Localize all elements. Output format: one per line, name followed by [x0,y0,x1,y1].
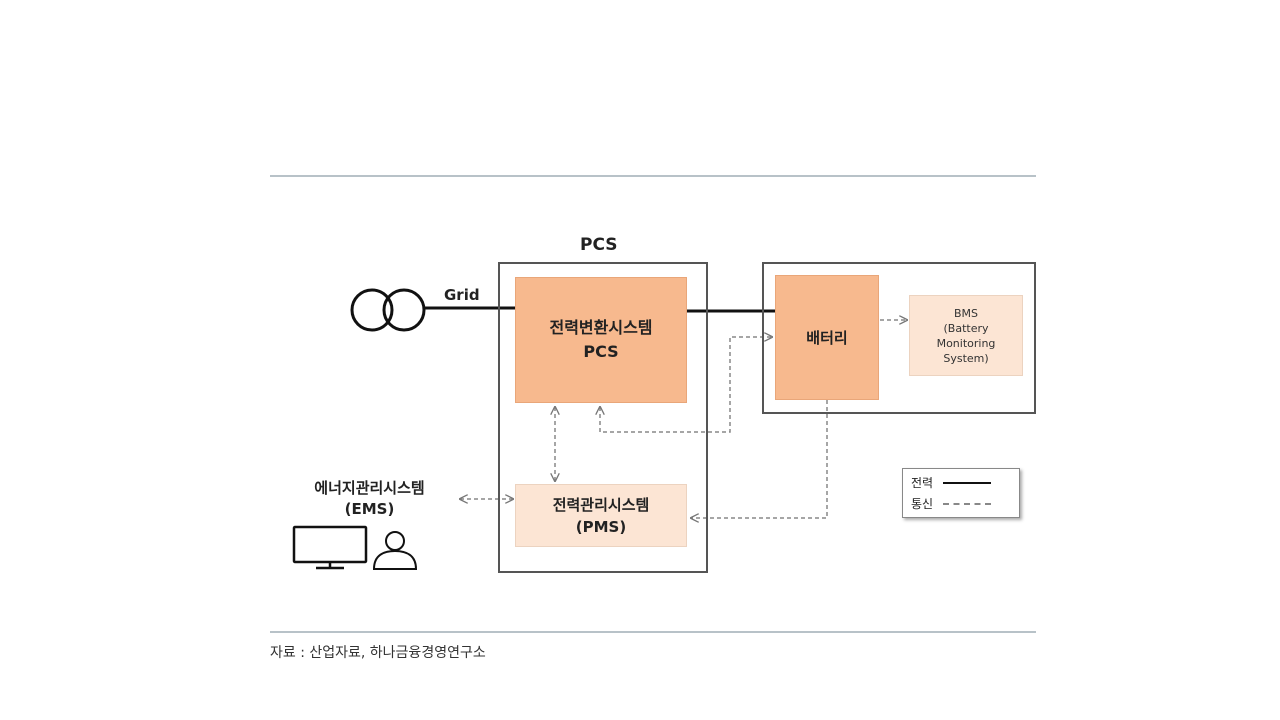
source-note: 자료 : 산업자료, 하나금융경영연구소 [270,645,486,661]
pms-box-line1: 전력관리시스템 [552,495,650,514]
bms-box-line1: BMS [953,306,979,320]
bms-box-line2: (Battery [943,321,989,335]
transformer-icon [350,288,426,332]
battery-box-label: 배터리 [806,329,848,347]
pcs-group-title: PCS [580,235,618,255]
ems-label-line1: 에너지관리시스템 [314,479,425,497]
pcs-battery-comm-line [600,337,772,433]
legend-power-label: 전력 [911,476,934,490]
grid-label: Grid [444,286,480,304]
battery-box: 배터리 [775,275,879,400]
person-icon [372,531,418,570]
legend: 전력 통신 [902,468,1020,518]
bms-box-line3: Monitoring [936,336,996,350]
monitor-icon [292,525,368,570]
bms-box: BMS (Battery Monitoring System) [909,295,1023,376]
ems-label-line2: (EMS) [344,500,395,518]
pcs-box-line2: PCS [583,342,619,361]
legend-comm-row: 통신 [911,495,992,512]
legend-power-row: 전력 [911,474,992,491]
top-rule [270,175,1036,177]
legend-comm-label: 통신 [911,497,934,511]
pcs-box-line1: 전력변환시스템 [549,318,653,337]
ems-label: 에너지관리시스템 (EMS) [282,478,457,520]
bottom-rule [270,631,1036,633]
battery-group-frame [762,262,1036,414]
power-management-system-box: 전력관리시스템 (PMS) [515,484,687,547]
power-conversion-system-box: 전력변환시스템 PCS [515,277,687,403]
legend-dashed-line [943,502,992,505]
pms-box-line2: (PMS) [575,517,627,536]
legend-solid-line [943,481,992,484]
bms-box-line4: System) [943,351,989,365]
battery-pms-comm-line [691,400,828,518]
pcs-group-frame [498,262,708,573]
